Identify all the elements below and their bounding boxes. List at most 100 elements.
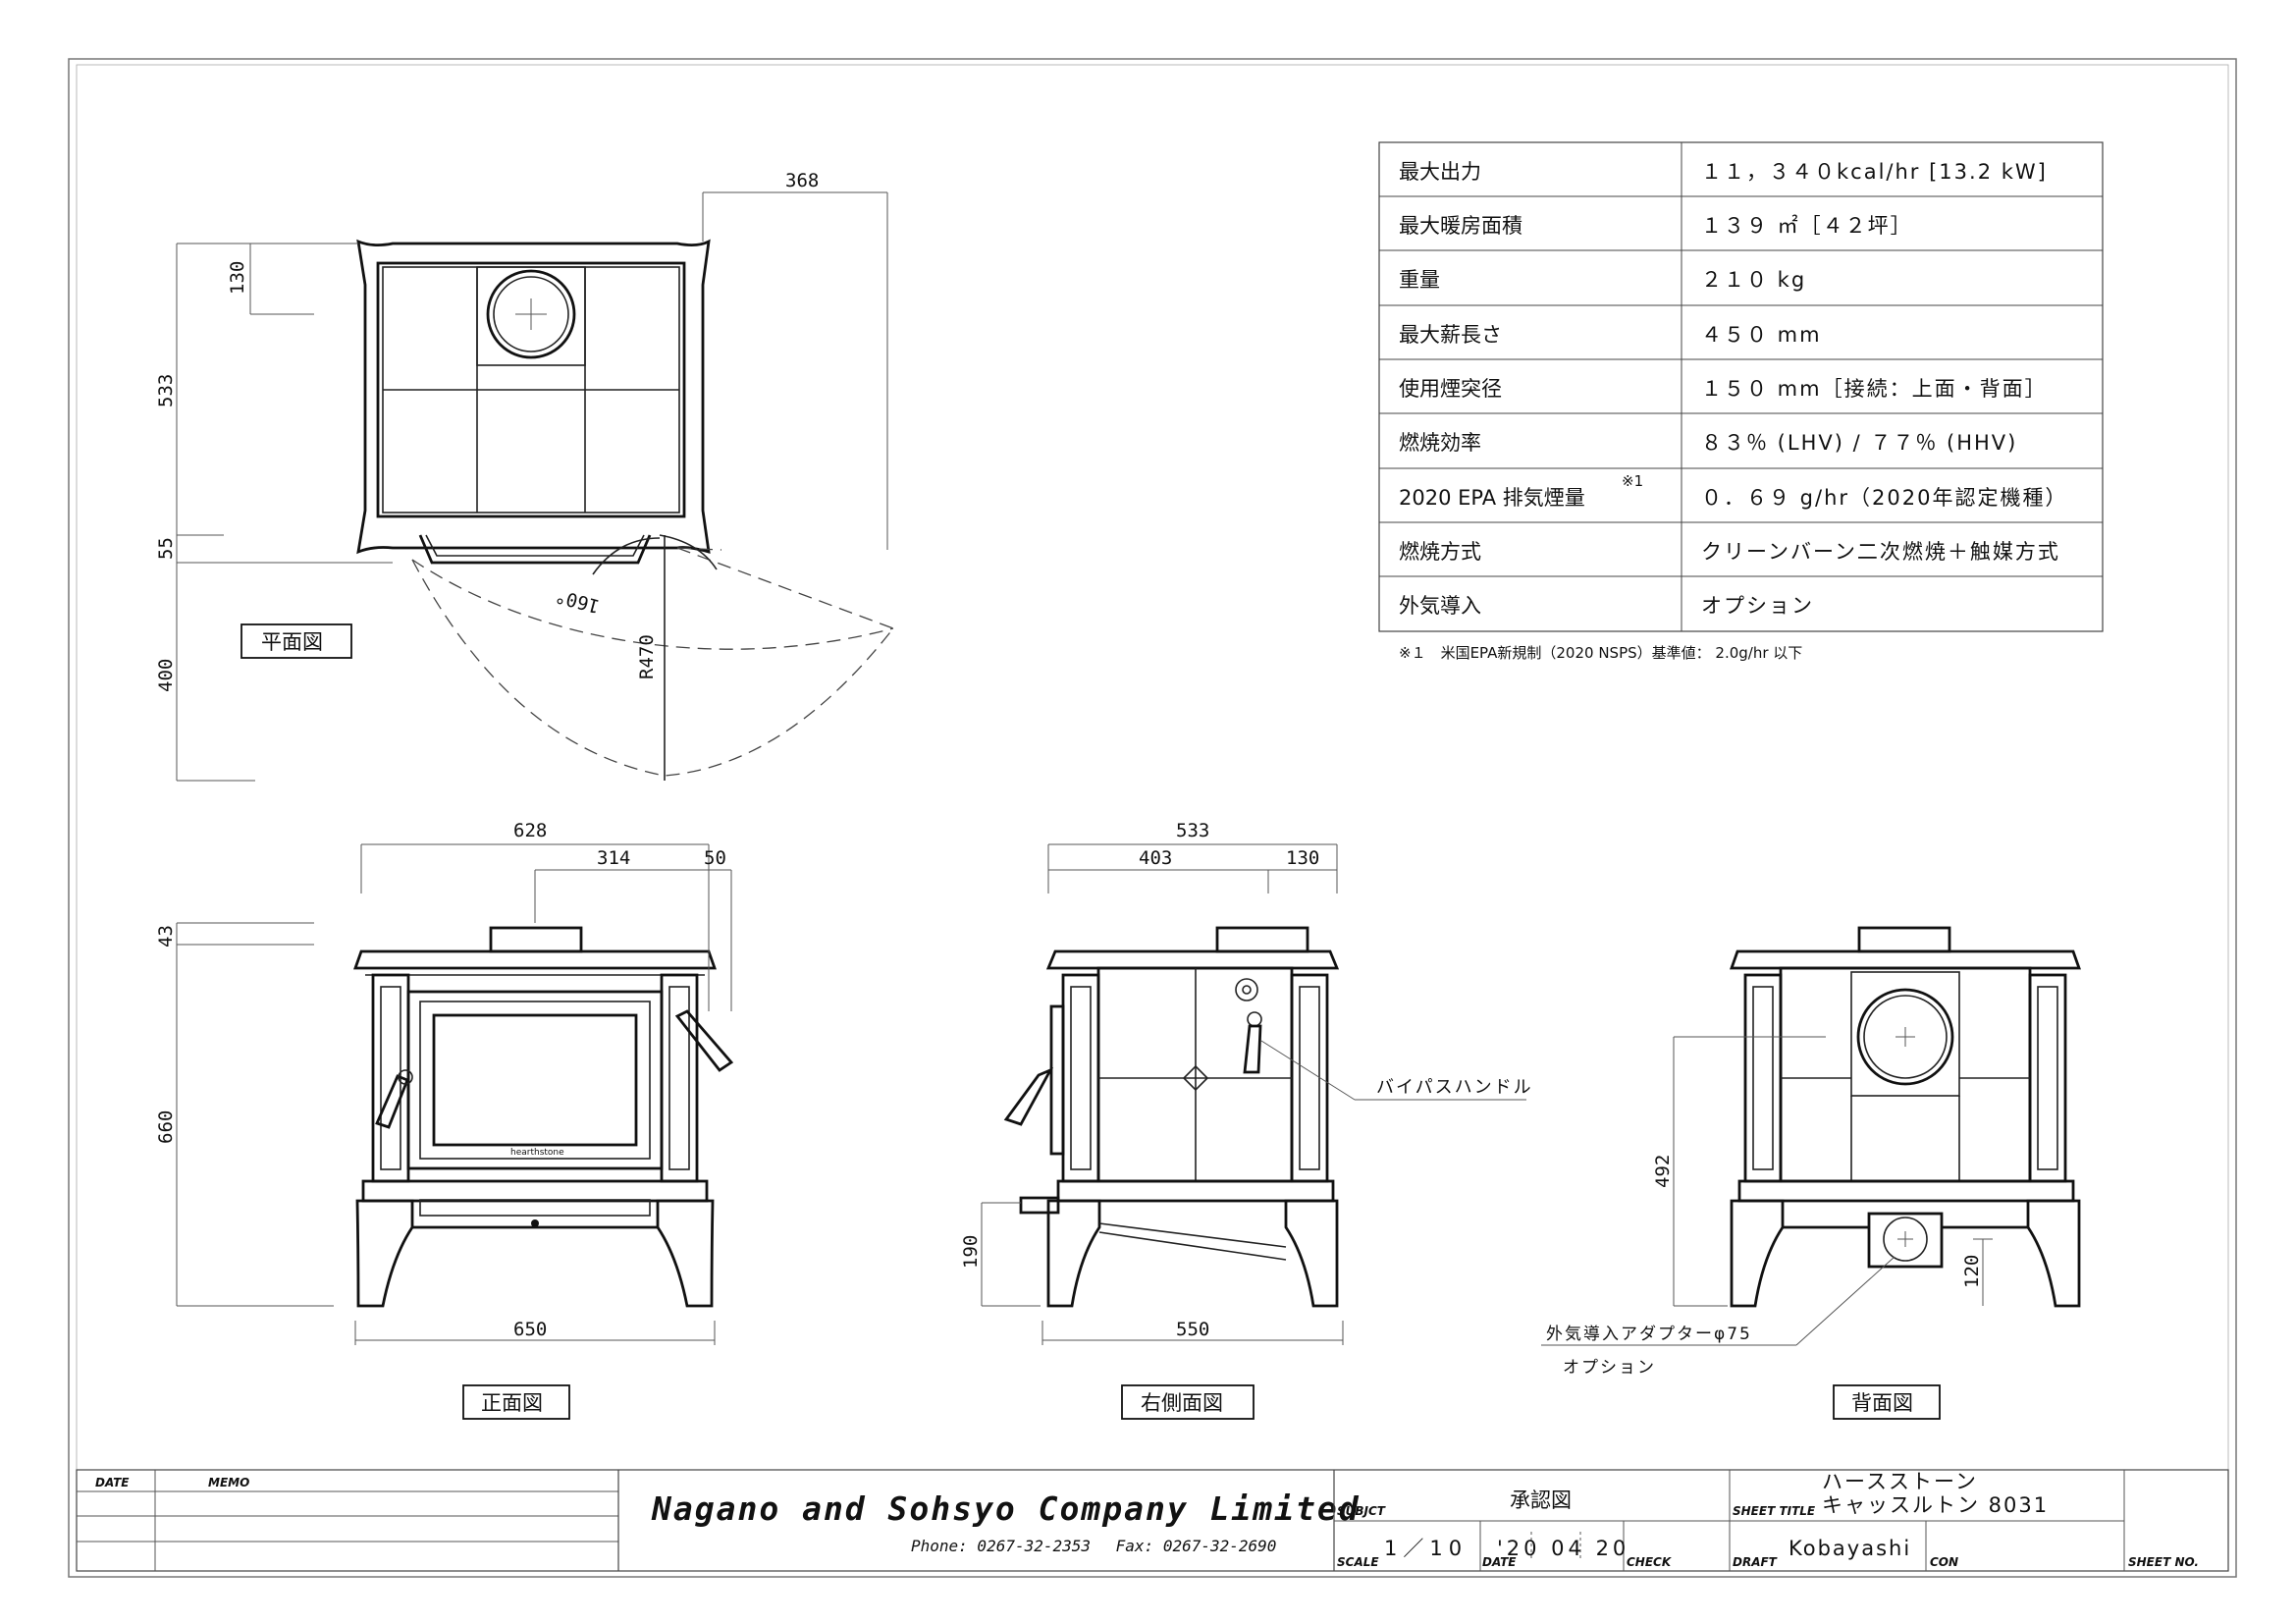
- spec-label-1: 最大暖房面積: [1399, 214, 1522, 238]
- back-flue-collar: [1857, 926, 1951, 953]
- back-column-right: [2028, 973, 2067, 1183]
- spec-table-frame: [1378, 141, 2104, 632]
- side-dim-130: 130: [1286, 847, 1319, 869]
- plan-top-plate: [376, 261, 686, 518]
- spec-label-2: 重量: [1399, 268, 1440, 292]
- front-flue-collar: [489, 926, 583, 953]
- front-dim-628: 628: [513, 820, 547, 841]
- plan-top-outline: [356, 239, 711, 555]
- plan-flue-circle-inner: [493, 276, 569, 352]
- title-sheet-title-label: SHEET TITLE: [1733, 1504, 1816, 1518]
- title-date2-label: DATE: [1482, 1555, 1517, 1569]
- side-leg-front: [1046, 1199, 1101, 1308]
- spec-label-0: 最大出力: [1399, 160, 1481, 184]
- side-panel-diamond: [1182, 1064, 1209, 1092]
- title-draft: Kobayashi: [1789, 1537, 1911, 1560]
- front-view-label: 正面図: [481, 1391, 543, 1415]
- plan-flue-circle: [486, 269, 576, 359]
- title-draft-label: DRAFT: [1733, 1555, 1778, 1569]
- plan-angle-label: 160°: [553, 584, 602, 617]
- front-dim-650: 650: [513, 1319, 547, 1340]
- plan-door-open-line: [676, 547, 894, 629]
- title-sheet-no-label: SHEET NO.: [2128, 1555, 2199, 1569]
- side-top: [1045, 949, 1340, 970]
- side-ash-tray: [1019, 1196, 1060, 1215]
- side-column-front: [1061, 973, 1100, 1183]
- side-flue-collar: [1215, 926, 1309, 953]
- spec-mark-6: ※1: [1622, 472, 1643, 490]
- spec-label-4: 使用煙突径: [1399, 377, 1502, 401]
- side-door-hinge: [1049, 1004, 1065, 1156]
- back-leg-left: [1730, 1199, 1785, 1308]
- back-flue-plate: [1850, 971, 1960, 1097]
- front-dim-660: 660: [155, 1110, 177, 1144]
- plan-view: R470 160° 368 130 533 55 400 平面図: [155, 170, 894, 782]
- title-block: DATE MEMO Nagano and Sohsyo Company Limi…: [76, 1469, 2229, 1572]
- side-view-label: 右側面図: [1141, 1391, 1223, 1415]
- plan-view-label: 平面図: [261, 630, 323, 654]
- front-ash-lip: [361, 1179, 709, 1203]
- spec-label-7: 燃焼方式: [1399, 540, 1481, 564]
- back-dim-492: 492: [1652, 1155, 1674, 1188]
- plan-angle-arc2: [659, 534, 718, 570]
- side-dim-403: 403: [1139, 847, 1172, 869]
- back-callout-line2: オプション: [1563, 1358, 1656, 1378]
- plan-radius-label: R470: [636, 634, 658, 679]
- front-leg-right: [656, 1199, 715, 1308]
- plan-door-swing-arc: [411, 559, 894, 650]
- plan-door-swing-arc2: [411, 559, 894, 777]
- company-phone: Phone: 0267-32-2353 Fax: 0267-32-2690: [911, 1537, 1276, 1555]
- plan-front-handle: [418, 534, 652, 565]
- back-air-inlet: [1883, 1217, 1928, 1262]
- plan-dim-400: 400: [155, 659, 177, 692]
- side-view-label-box: [1121, 1384, 1255, 1420]
- front-dim-50: 50: [704, 847, 726, 869]
- title-scale-label: SCALE: [1337, 1555, 1379, 1569]
- title-date-label: DATE: [95, 1476, 130, 1489]
- spec-table: 最大出力 １１，３４０kcal/hr [13.2 kW] 最大暖房面積 １３９ …: [1378, 141, 2104, 662]
- outer-frame: [68, 58, 2237, 1578]
- back-callout-line1: 外気導入アダプターφ75: [1546, 1325, 1752, 1344]
- front-view: hearthstone 628 314 50 43 660 650 正面図: [155, 820, 734, 1420]
- plan-front-handle-inner: [425, 534, 645, 557]
- front-ash-drawer: [419, 1199, 651, 1217]
- side-dim-533: 533: [1176, 820, 1209, 841]
- back-view-label-box: [1833, 1384, 1941, 1420]
- side-view: バイパスハンドル 533 403 130 190 550 右側面図: [960, 820, 1533, 1420]
- spec-label-5: 燃焼効率: [1399, 431, 1481, 455]
- spec-label-6: 2020 EPA 排気煙量: [1399, 486, 1585, 510]
- back-panel: [1779, 966, 2032, 1183]
- front-brand-mark: hearthstone: [510, 1148, 564, 1158]
- back-ash-lip: [1737, 1179, 2075, 1203]
- side-dim-550: 550: [1176, 1319, 1209, 1340]
- title-memo-label: MEMO: [208, 1476, 249, 1489]
- front-view-label-box: [462, 1384, 570, 1420]
- plan-angle-arc: [592, 537, 661, 575]
- title-con-label: CON: [1930, 1555, 1958, 1569]
- title-sheet-title-2: キャッスルトン 8031: [1822, 1493, 2049, 1517]
- spec-value-6: ０．６９ g/hr（2020年認定機種）: [1701, 486, 2067, 510]
- spec-value-5: ８３％ (LHV) / ７７％ (HHV): [1701, 431, 2017, 455]
- spec-value-0: １１，３４０kcal/hr [13.2 kW]: [1701, 160, 2048, 184]
- back-dim-120: 120: [1961, 1255, 1983, 1288]
- front-dim-314: 314: [597, 847, 630, 869]
- title-date-value: '20 04 20: [1497, 1537, 1629, 1560]
- side-callout-bypass: バイパスハンドル: [1376, 1077, 1533, 1098]
- spec-value-7: クリーンバーン二次燃焼＋触媒方式: [1701, 540, 2060, 564]
- plan-flue-box: [476, 266, 586, 366]
- front-top: [353, 949, 717, 970]
- front-dim-43: 43: [155, 925, 177, 947]
- inner-frame: [76, 64, 2229, 1572]
- side-ash-lip: [1056, 1179, 1335, 1203]
- side-bypass-pivot: [1247, 1011, 1262, 1027]
- spec-value-8: オプション: [1701, 594, 1814, 618]
- plan-dim-130: 130: [227, 261, 248, 295]
- front-door-glass: [432, 1013, 638, 1147]
- front-door: [406, 990, 664, 1170]
- side-bypass-handle: [1243, 1024, 1262, 1074]
- front-leg-left: [355, 1199, 414, 1308]
- title-subject: 承認図: [1510, 1489, 1572, 1512]
- plan-door-line: [676, 547, 722, 551]
- plan-dim-368: 368: [785, 170, 819, 191]
